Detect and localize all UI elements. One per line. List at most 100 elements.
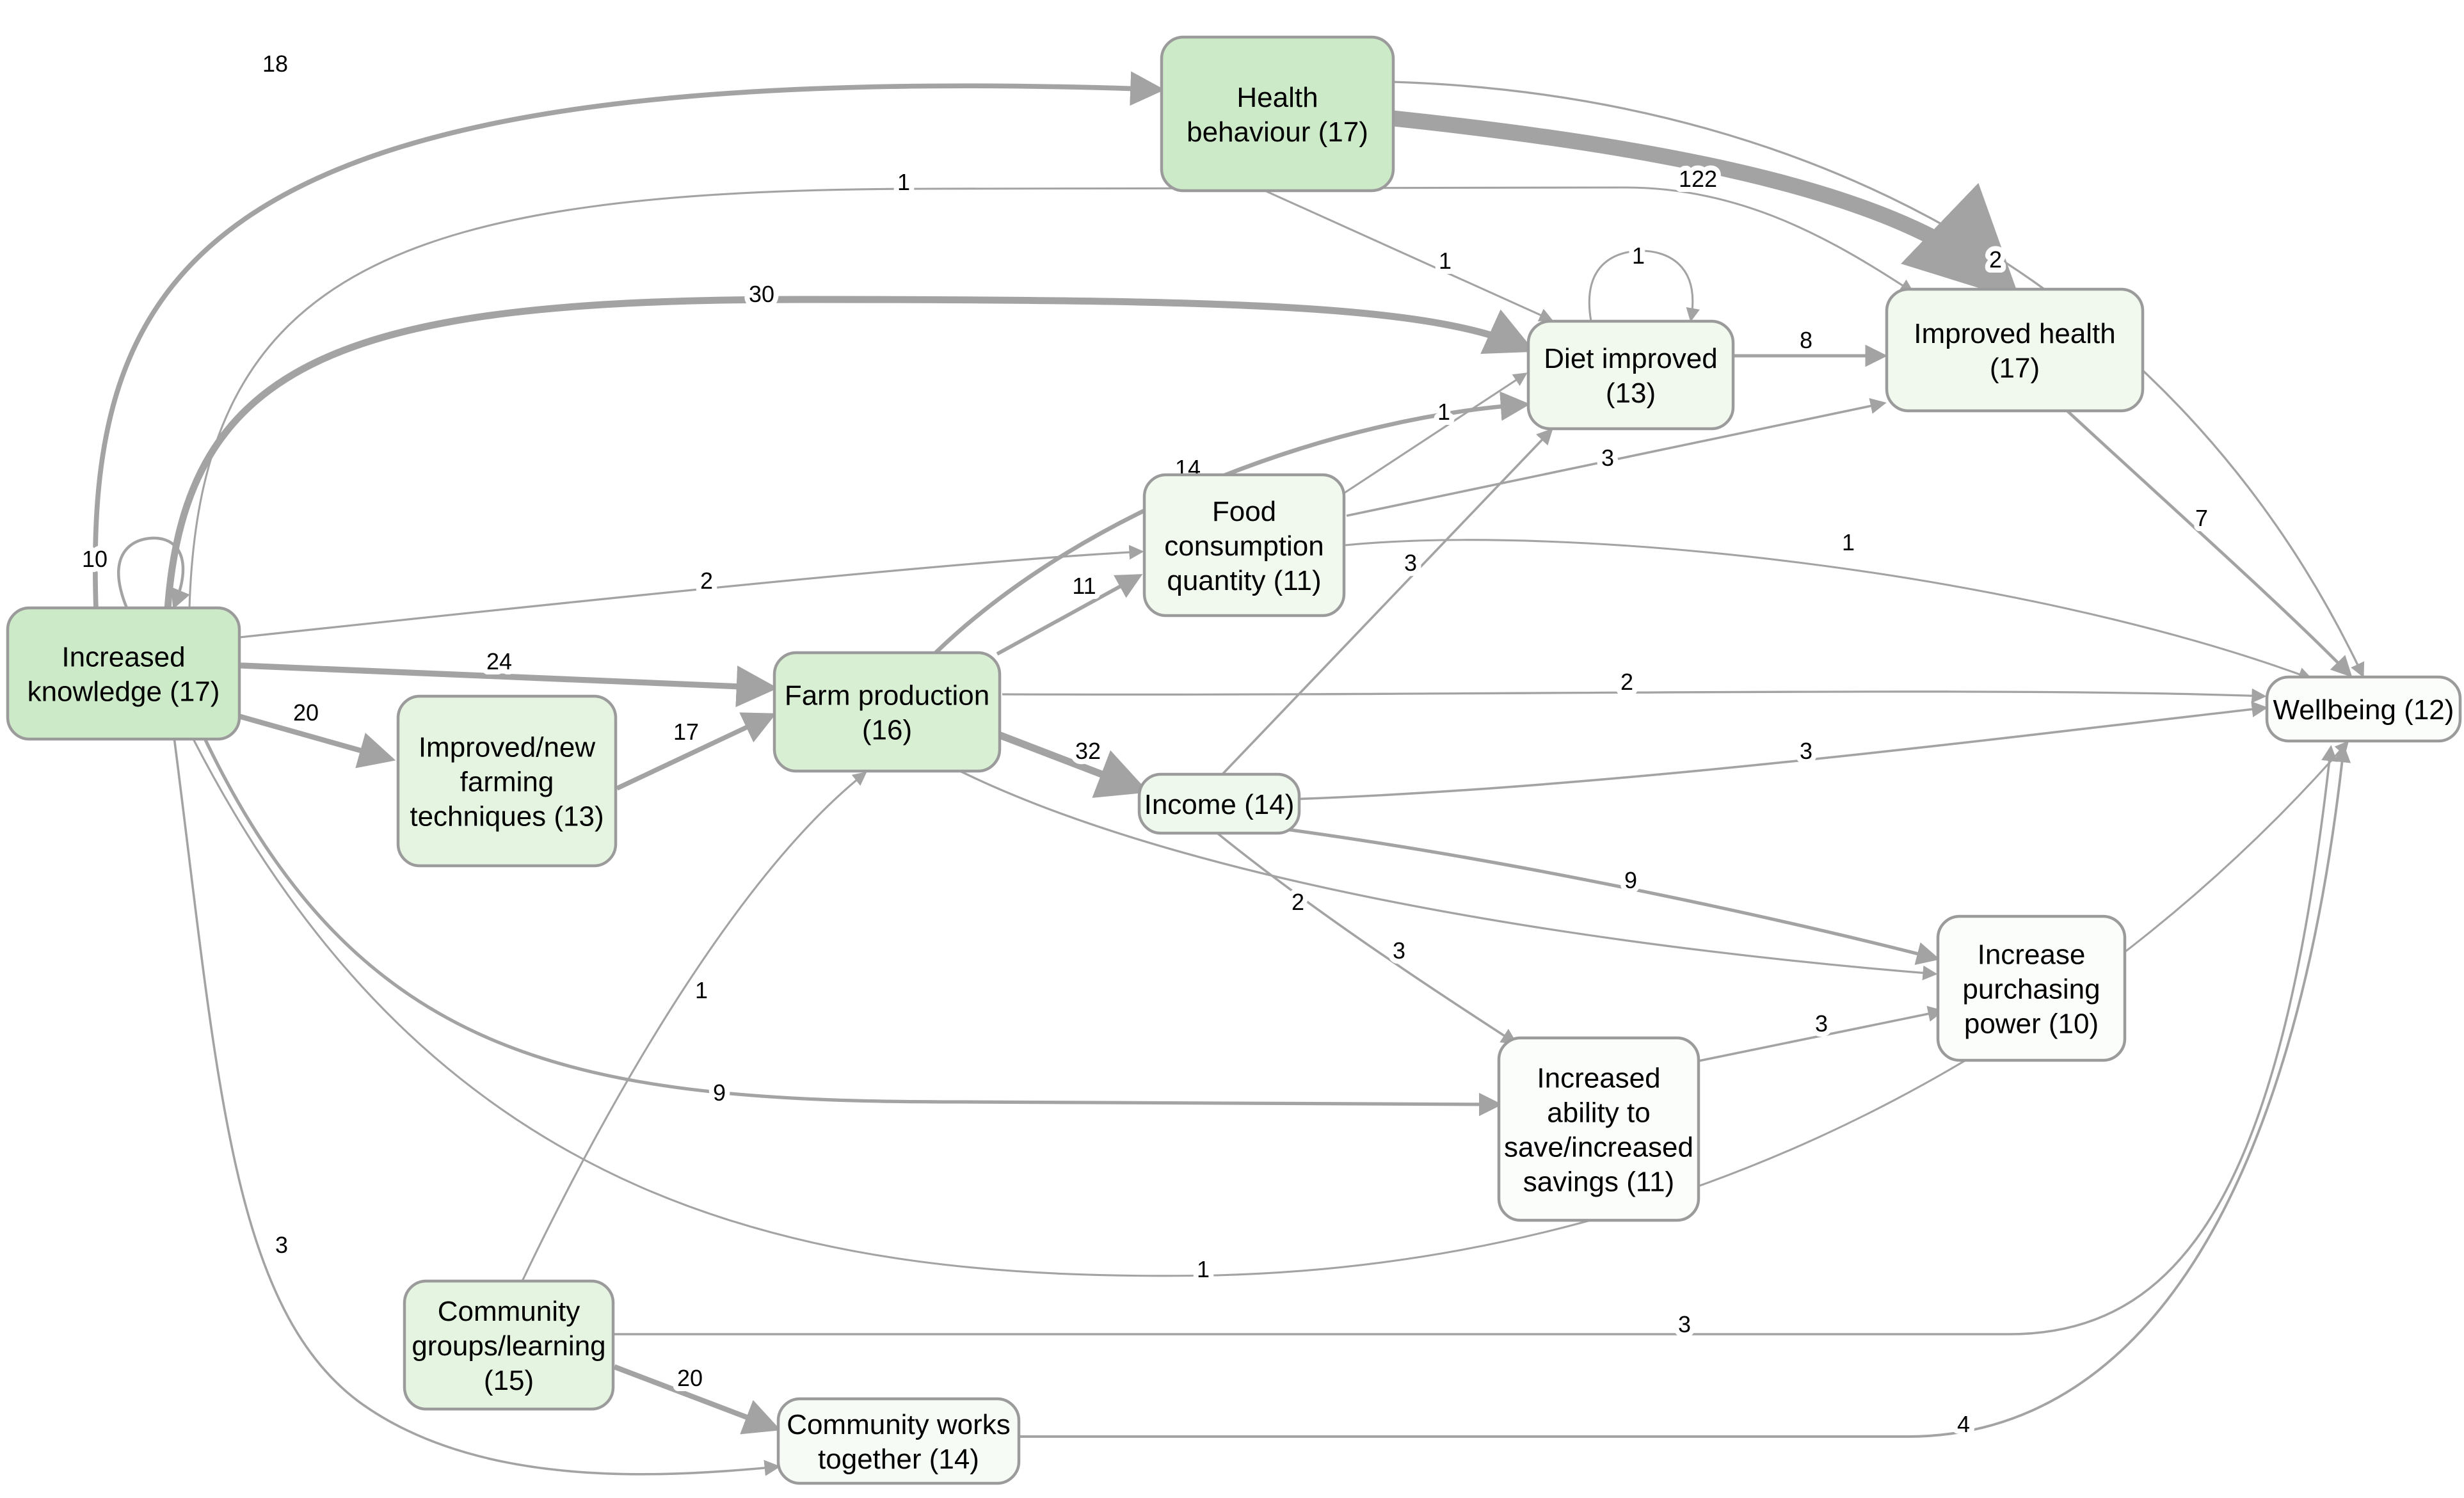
node-label-fp: Farm production(16) [785, 680, 989, 746]
edge-ih-wb [2066, 410, 2353, 678]
edge-fcq-ih [1346, 398, 1887, 517]
node-box-fp[interactable] [772, 651, 1002, 773]
edge-label-ih-wb: 7 [2195, 505, 2208, 531]
edge-ik-inft [230, 712, 396, 769]
edge-label-fcq-ih: 3 [1601, 445, 1614, 471]
edge-ik-cwt [173, 737, 781, 1476]
edge-inc-di [1220, 428, 1553, 777]
edge-fp-fcq [996, 574, 1143, 656]
node-box-ipp[interactable] [1936, 914, 2127, 1062]
node-inc[interactable]: Income (14) [1137, 772, 1301, 835]
edge-label-di-ih: 8 [1800, 327, 1812, 353]
edge-fp-inc [996, 731, 1149, 798]
edge-ik-fp [240, 662, 778, 708]
edge-label-ik-fcq: 2 [700, 568, 713, 594]
node-box-ik[interactable] [6, 606, 241, 741]
edge-label-inft-fp: 17 [673, 719, 699, 745]
edge-inc-sav [1216, 832, 1518, 1045]
edge-label-ik-wb: 1 [1197, 1256, 1210, 1282]
edge-ik-sav [202, 735, 1503, 1117]
edge-label-inc-di: 3 [1404, 550, 1417, 576]
node-box-fcq[interactable] [1142, 473, 1346, 618]
edge-label-ik-inft: 20 [293, 699, 319, 726]
edge-hb-ih [1392, 110, 2020, 301]
edge-ik-ih [188, 186, 1914, 609]
edge-fcq-di [1342, 372, 1528, 495]
edge-label-fp-ipp: 2 [1292, 889, 1304, 915]
edge-label-ik-hb: 18 [262, 51, 288, 77]
edge-label-fcq-di: 1 [1437, 399, 1450, 425]
edge-inft-fp [616, 712, 777, 791]
node-box-ih[interactable] [1885, 287, 2145, 413]
edge-label-hb-ih: 122 [1679, 166, 1717, 192]
edge-cg-wb [614, 745, 2338, 1335]
node-label-wb: Wellbeing (12) [2273, 694, 2454, 726]
node-fp[interactable]: Farm production(16) [772, 651, 1002, 773]
node-box-cg[interactable] [403, 1279, 615, 1411]
edge-label-ik-di: 30 [749, 281, 774, 307]
node-ih[interactable]: Improved health(17) [1885, 287, 2145, 413]
edge-label-inc-ipp: 9 [1624, 867, 1637, 893]
node-box-wb[interactable] [2265, 675, 2462, 743]
node-box-inc[interactable] [1137, 772, 1301, 835]
node-box-inft[interactable] [396, 694, 618, 868]
edge-label-fp-wb: 2 [1620, 669, 1633, 695]
edge-label-ik-sav: 9 [713, 1080, 726, 1106]
edge-ik-fcq [239, 545, 1144, 639]
edge-label-inc-sav: 3 [1393, 937, 1405, 964]
edge-cg-fp [520, 771, 867, 1283]
edge-label-cg-fp: 1 [695, 977, 708, 1003]
edge-label-fp-inc: 32 [1075, 738, 1101, 764]
edge-label-ik-fp: 24 [486, 648, 512, 674]
edge-inc-wb [1270, 701, 2268, 801]
edge-fp-wb [1002, 688, 2267, 703]
edge-label-hb-wb: 2 [1989, 246, 2002, 273]
node-label-di: Diet improved(13) [1544, 343, 1717, 409]
edge-ik-hb [92, 71, 1165, 610]
edge-fcq-wb [1345, 539, 2313, 681]
node-wb[interactable]: Wellbeing (12) [2265, 675, 2462, 743]
edge-cwt-wb [1019, 744, 2351, 1438]
edge-cg-cwt [613, 1364, 781, 1435]
node-box-cwt[interactable] [776, 1397, 1021, 1485]
node-di[interactable]: Diet improved(13) [1526, 319, 1735, 431]
edge-ik-ik [117, 536, 190, 610]
edge-label-cg-cwt: 20 [677, 1365, 703, 1391]
edge-hb-di [1261, 188, 1553, 322]
edge-label-cg-wb: 3 [1678, 1311, 1691, 1337]
edge-label-cwt-wb: 4 [1957, 1411, 1970, 1437]
edge-label-hb-di: 1 [1439, 248, 1452, 274]
edge-label-ik-ik: 10 [82, 546, 108, 572]
node-box-hb[interactable] [1160, 35, 1395, 193]
edge-label-fcq-wb: 1 [1842, 529, 1855, 555]
edge-ik-di [164, 296, 1535, 610]
edge-inc-ipp [1267, 825, 1940, 965]
edge-label-sav-ipp: 3 [1815, 1010, 1828, 1037]
node-box-di[interactable] [1526, 319, 1735, 431]
edge-hb-wb [1393, 81, 2365, 678]
edge-label-di-di: 1 [1632, 243, 1645, 269]
edge-label-inc-wb: 3 [1800, 738, 1812, 764]
node-label-ih: Improved health(17) [1914, 318, 2116, 384]
edge-fp-ipp [959, 770, 1938, 980]
edge-label-ik-cwt: 3 [275, 1232, 288, 1258]
node-label-inc: Income (14) [1144, 789, 1295, 820]
node-box-sav[interactable] [1497, 1036, 1700, 1222]
